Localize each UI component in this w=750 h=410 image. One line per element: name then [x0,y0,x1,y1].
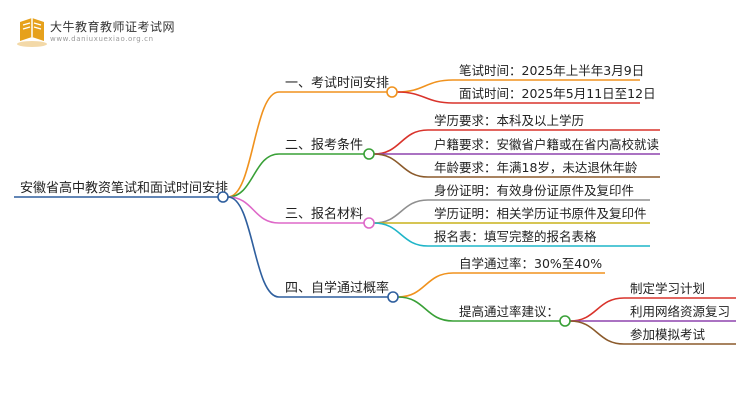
branch-label-3: 三、报名材料 [285,206,363,222]
edge-branch-1-item-1 [396,79,454,93]
edge-branch-2-item-1 [373,129,429,155]
sub-item-label-3: 参加模拟考试 [630,327,706,342]
book-icon [17,18,47,47]
edge-root-branch-2 [227,153,280,198]
item-label-3-1: 身份证明：有效身份证原件及复印件 [434,183,634,198]
edge-branch-4-item-1 [397,272,454,298]
branch-label-4: 四、自学通过概率 [285,280,389,296]
item-label-2-2: 户籍要求：安徽省户籍或在省内高校就读 [434,137,659,152]
root-collapse-toggle[interactable] [217,191,229,203]
root-node-label: 安徽省高中教资笔试和面试时间安排 [20,180,228,196]
edge-branch-4-item-2 [397,296,454,322]
edge-branch-3-item-3 [373,222,429,247]
item-label-1-2: 面试时间：2025年5月11日至12日 [459,86,656,101]
edge-branch-1-item-2 [396,91,454,104]
edge-sub-3 [569,320,625,345]
branch-toggle-2[interactable] [363,148,375,160]
branch-label-1: 一、考试时间安排 [285,76,389,91]
brand-logo [14,14,164,50]
sub-item-label-2: 利用网络资源复习 [630,304,730,319]
edge-sub-1 [569,297,625,322]
item-label-4-1: 自学通过率：30%至40% [459,256,602,271]
branch-toggle-4[interactable] [387,291,399,303]
branch-toggle-3[interactable] [363,217,375,229]
sub-item-label-1: 制定学习计划 [630,281,705,296]
item-label-2-1: 学历要求：本科及以上学历 [434,113,584,128]
item-label-1-1: 笔试时间：2025年上半年3月9日 [459,63,644,78]
sub-toggle-4-2[interactable] [559,315,571,327]
item-label-4-2: 提高通过率建议： [459,304,559,319]
item-label-2-3: 年龄要求：年满18岁，未达退休年龄 [434,160,638,175]
brand-url: www.daniuxuexiao.org.cn [50,35,154,43]
item-label-3-3: 报名表：填写完整的报名表格 [434,229,597,244]
brand-name: 大牛教育教师证考试网 [50,20,176,34]
branch-toggle-1[interactable] [386,86,398,98]
edge-root-branch-4 [227,196,280,298]
item-label-3-2: 学历证明：相关学历证书原件及复印件 [434,206,647,221]
edge-branch-3-item-1 [373,199,429,224]
branch-label-2: 二、报考条件 [285,137,363,153]
edge-root-branch-3 [227,196,280,224]
edge-branch-2-item-3 [373,153,429,178]
edge-root-branch-1 [227,91,280,198]
